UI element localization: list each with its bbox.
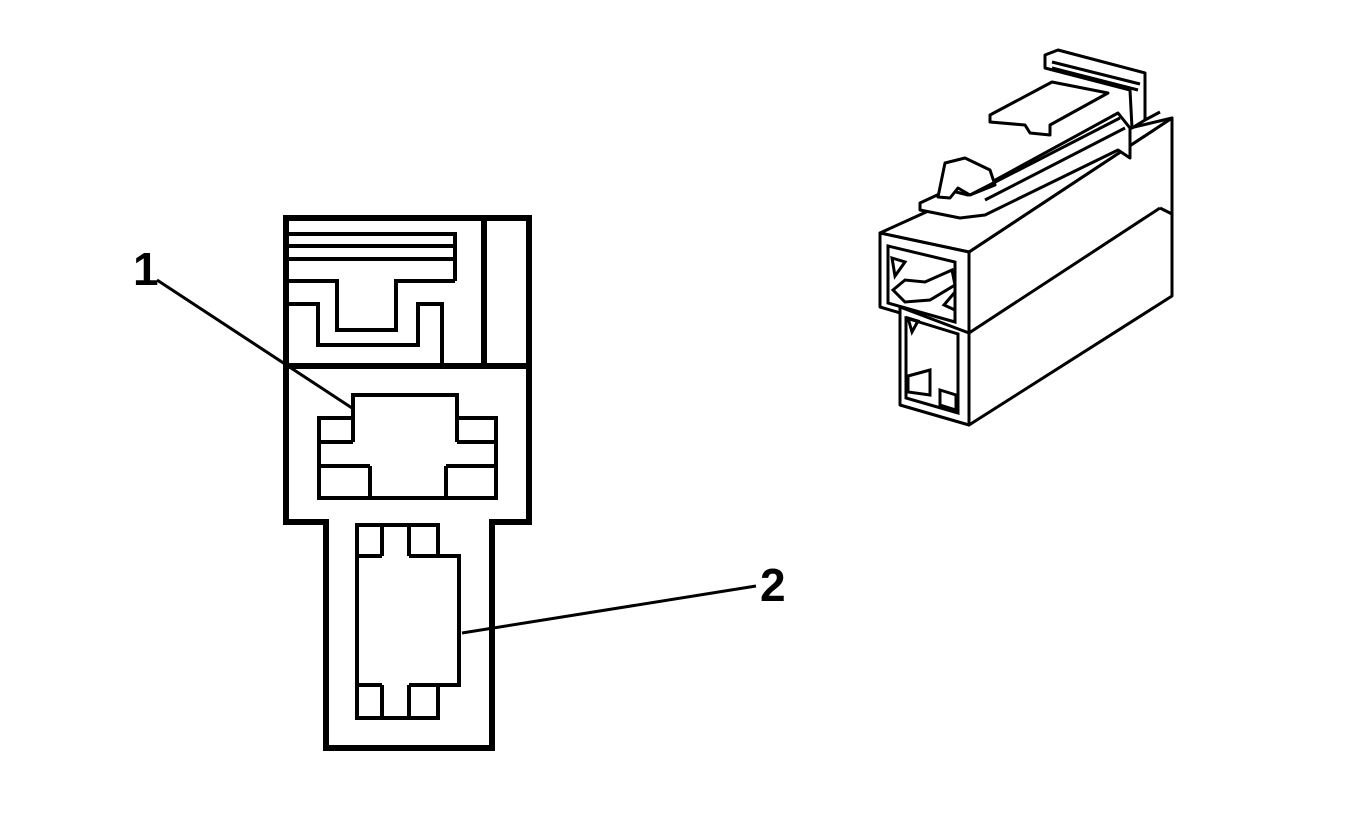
iso-latch-rib-2 xyxy=(1051,66,1139,92)
connector-isometric-view xyxy=(878,48,1174,427)
iso-upper-terminal-tab-b xyxy=(941,287,957,313)
callout-1-leader xyxy=(156,278,353,410)
callout-2-label: 2 xyxy=(760,559,786,611)
connector-front-view xyxy=(283,215,532,751)
callout-2: 2 xyxy=(461,559,786,635)
iso-latch-rib-3 xyxy=(969,116,1121,197)
callout-2-leader xyxy=(461,584,757,635)
iso-side-step xyxy=(1144,110,1161,122)
iso-latch-rib-1 xyxy=(1051,60,1141,86)
callout-1: 1 xyxy=(133,243,353,410)
terminal-cavity-1 xyxy=(317,393,498,500)
iso-front-lower-face xyxy=(898,305,971,427)
iso-lower-cavity xyxy=(904,315,960,415)
iso-upper-terminal-tab-a xyxy=(890,255,908,280)
iso-lower-terminal-c xyxy=(938,387,958,413)
callout-1-label: 1 xyxy=(133,243,159,295)
latch-t-shape xyxy=(286,279,455,332)
iso-latch-arm xyxy=(988,80,1110,137)
iso-latch-rib-4 xyxy=(984,126,1126,202)
iso-lower-terminal-b xyxy=(906,368,932,397)
iso-upper-terminal xyxy=(890,267,957,304)
iso-side-line-2 xyxy=(1159,206,1173,216)
connector-body-outline xyxy=(283,215,532,751)
iso-latch-post xyxy=(1043,48,1147,130)
iso-side-line-1 xyxy=(968,206,1161,335)
latch-lower-step xyxy=(286,302,444,366)
iso-upper-cavity xyxy=(886,244,957,324)
iso-lower-terminal-a xyxy=(905,315,921,336)
